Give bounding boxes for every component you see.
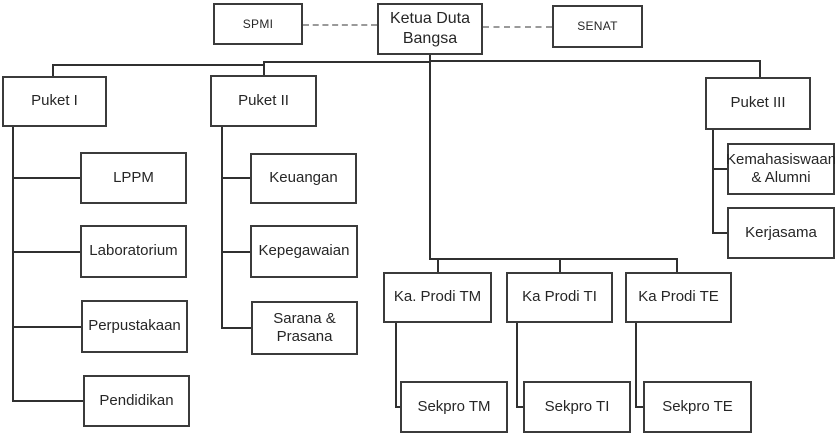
connector-spmi-ketua-dashed (303, 24, 377, 26)
node-ka-prodi-tm: Ka. Prodi TM (383, 272, 492, 323)
node-sekpro-tm: Sekpro TM (400, 381, 508, 433)
node-ka-prodi-ti: Ka Prodi TI (506, 272, 613, 323)
connector-stub-puket2 (263, 61, 265, 76)
connector-stub-kaprodi-te (676, 258, 678, 273)
connector-stub-puket3 (759, 60, 761, 78)
node-keuangan: Keuangan (250, 153, 357, 204)
connector-bus-center (263, 61, 430, 63)
connector-kaprodi-te-sekpro-h (635, 406, 645, 408)
connector-kaprodi-tm-sekpro-h (395, 406, 402, 408)
connector-ketua-senat-dashed (483, 26, 552, 28)
connector-bus-left (52, 64, 265, 66)
connector-ketua-trunk (429, 55, 431, 260)
node-sekpro-te: Sekpro TE (643, 381, 752, 433)
connector-stub-kaprodi-ti (559, 258, 561, 273)
node-kepegawaian: Kepegawaian (250, 225, 358, 278)
node-ketua-duta-bangsa: Ketua Duta Bangsa (377, 3, 483, 55)
node-sarana-prasana: Sarana & Prasana (251, 301, 358, 355)
connector-bus-right (429, 60, 761, 62)
connector-prodi-bus (429, 258, 678, 260)
node-pendidikan: Pendidikan (83, 375, 190, 427)
connector-puket1-spine (12, 127, 14, 402)
node-kemahasiswaan-alumni: Kemahasiswaan & Alumni (726, 143, 835, 195)
connector-puket1-pendidikan (12, 400, 83, 402)
connector-kaprodi-ti-sekpro-h (516, 406, 525, 408)
connector-puket1-lppm (12, 177, 80, 179)
connector-puket2-sarana (221, 327, 251, 329)
connector-puket3-kemahasiswaan (712, 168, 727, 170)
connector-puket2-spine (221, 127, 223, 329)
connector-stub-puket1 (52, 64, 54, 77)
connector-puket2-kepegawaian (221, 251, 250, 253)
node-laboratorium: Laboratorium (80, 225, 187, 278)
node-ka-prodi-te: Ka Prodi TE (625, 272, 732, 323)
connector-kaprodi-tm-sekpro (395, 323, 397, 408)
connector-puket2-keuangan (221, 177, 250, 179)
node-spmi: SPMI (213, 3, 303, 45)
node-perpustakaan: Perpustakaan (81, 300, 188, 353)
node-sekpro-ti: Sekpro TI (523, 381, 631, 433)
node-puket-i: Puket I (2, 76, 107, 127)
node-puket-iii: Puket III (705, 77, 811, 130)
connector-puket1-perpustakaan (12, 326, 81, 328)
connector-puket1-laboratorium (12, 251, 80, 253)
node-lppm: LPPM (80, 152, 187, 204)
connector-stub-kaprodi-tm (437, 258, 439, 273)
node-kerjasama: Kerjasama (727, 207, 835, 259)
connector-kaprodi-ti-sekpro (516, 323, 518, 408)
connector-puket3-spine (712, 130, 714, 234)
node-puket-ii: Puket II (210, 75, 317, 127)
connector-puket3-kerjasama (712, 232, 727, 234)
connector-kaprodi-te-sekpro (635, 323, 637, 408)
node-senat: SENAT (552, 5, 643, 48)
